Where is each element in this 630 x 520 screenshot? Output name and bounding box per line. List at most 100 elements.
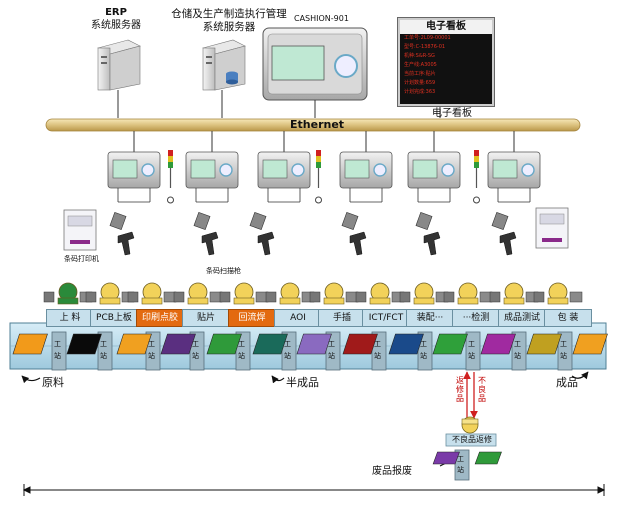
kanban-caption: 电子看板: [432, 108, 472, 119]
barcode-printer-label: 条码打印机: [64, 255, 99, 263]
workstation-pillar: [511, 331, 527, 371]
workstation-label: 工站: [468, 340, 475, 360]
circuit-board-icon: [296, 333, 332, 355]
kanban-row: 当前工序:贴片: [404, 71, 436, 77]
workstation-label: 工站: [148, 340, 155, 360]
barcode-scanner-icon: [349, 231, 367, 256]
station-label: 印刷点胶: [136, 309, 184, 327]
uplink-lines: [117, 90, 441, 118]
operator-icon: [265, 282, 315, 305]
terminal-model-label: CASHION-901: [294, 14, 349, 23]
kanban-row: 计划数量:659: [404, 80, 436, 86]
workstation-label: 工站: [192, 340, 199, 360]
operator-icon: [443, 282, 493, 305]
mes-server-icon: [202, 39, 246, 91]
mes-server-label: 仓储及生产制造执行管理 系统服务器: [164, 8, 294, 34]
circuit-board-icon: [252, 333, 288, 355]
barcode-printer-icon: [535, 207, 569, 249]
finished-product-label: 成品: [556, 376, 578, 389]
return-repair-label: 返修品: [456, 376, 464, 403]
line-terminal-icon: [107, 131, 161, 203]
workstation-pillar: [51, 331, 67, 371]
erp-title: ERP: [105, 7, 127, 18]
keypad-icon: [109, 211, 127, 231]
keypad-icon: [193, 211, 211, 231]
kanban-row: 工单号:2L09-00001: [404, 35, 451, 41]
ethernet-bus: [45, 118, 581, 132]
workstation-pillar: [97, 331, 113, 371]
workstation-label: 工站: [54, 340, 61, 360]
operator-icon: [219, 282, 269, 305]
circuit-board-icon: [160, 333, 196, 355]
kanban-row: 机种:S&R-SG: [404, 53, 435, 59]
circuit-boards: [12, 333, 608, 355]
circuit-board-icon: [12, 333, 48, 355]
kanban-row: 生产线:A3005: [404, 62, 437, 68]
keypad-icon: [491, 211, 509, 231]
kanban-row: 计划完成:363: [404, 89, 436, 95]
keypad-icon: [415, 211, 433, 231]
barcode-scanner-icon: [117, 231, 135, 256]
operator-icon: [43, 282, 93, 305]
barcode-scanner-icon: [499, 231, 517, 256]
operator-icon: [173, 282, 223, 305]
station-label: 回流焊: [228, 309, 276, 327]
station-label: PCB上板: [90, 309, 138, 327]
station-label: 装配···: [406, 309, 454, 327]
mes-title: 仓储及生产制造执行管理: [171, 8, 287, 20]
mes-subtitle: 系统服务器: [202, 21, 256, 33]
keypad-icon: [249, 211, 267, 231]
station-label: 手插: [318, 309, 366, 327]
operator-icon: [399, 282, 449, 305]
defect-repair-label: 不良品返修: [452, 435, 492, 444]
circuit-board-icon: [432, 333, 468, 355]
operator-icon: [127, 282, 177, 305]
workstation-label: 工站: [420, 340, 427, 360]
station-label: 贴片: [182, 309, 230, 327]
workstation-pillar: [557, 331, 573, 371]
workstation-label: 工站: [100, 340, 107, 360]
terminal-device-large: [262, 27, 368, 101]
circuit-board-icon: [66, 333, 102, 355]
station-label: 上 料: [46, 309, 94, 327]
signal-tower-icon: [167, 150, 174, 204]
barcode-scanner-icon: [201, 231, 219, 256]
operator-icon: [489, 282, 539, 305]
barcode-printer-icon: [63, 209, 97, 251]
circuit-board-icon: [342, 333, 378, 355]
workstation-pillar: [465, 331, 481, 371]
station-label: 包 装: [544, 309, 592, 327]
line-terminal-icon: [257, 131, 311, 203]
station-label: AOI: [274, 309, 322, 327]
workstation-label: 工站: [328, 340, 335, 360]
workstation-label: 工站: [284, 340, 291, 360]
operator-icon: [355, 282, 405, 305]
ethernet-label: Ethernet: [290, 118, 345, 131]
scrap-label: 废品报废: [372, 466, 412, 477]
erp-server-icon: [97, 39, 141, 91]
keypad-icon: [341, 211, 359, 231]
operator-icon: [309, 282, 359, 305]
circuit-board-icon: [388, 333, 424, 355]
raw-material-label: 原料: [42, 376, 64, 389]
circuit-board-icon: [480, 333, 516, 355]
circuit-board-icon: [206, 333, 242, 355]
workstation-label: 工站: [514, 340, 521, 360]
barcode-scanner-icon: [257, 231, 275, 256]
repair-ws-label: 工站: [457, 455, 464, 474]
circuit-board-icon: [116, 333, 152, 355]
erp-subtitle: 系统服务器: [91, 20, 141, 31]
line-terminal-icon: [487, 131, 541, 203]
erp-server-label: ERP 系统服务器: [88, 6, 144, 32]
circuit-board-icon: [572, 333, 608, 355]
workstations: [51, 331, 573, 371]
barcode-scanner-label: 条码扫描枪: [206, 267, 241, 275]
operator-icon: [533, 282, 583, 305]
kanban-title: 电子看板: [400, 20, 492, 34]
circuit-board-icon: [526, 333, 562, 355]
signal-tower-icon: [473, 150, 480, 204]
